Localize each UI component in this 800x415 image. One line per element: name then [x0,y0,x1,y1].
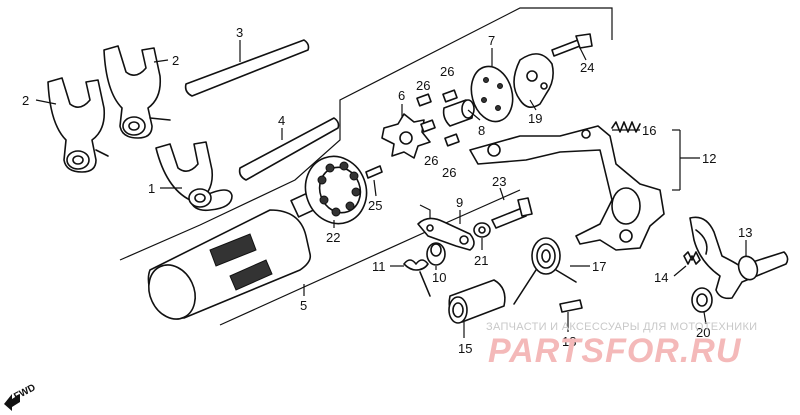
callout-cover: 19 [528,111,542,126]
drum-star-cam [381,113,431,159]
shift-fork-middle [103,45,171,139]
callout-labels: 1 2 2 3 4 5 6 7 8 9 10 11 12 13 14 15 16… [22,25,752,356]
callout-fork-middle: 2 [172,53,179,68]
callout-collar: 8 [478,123,485,138]
drum-pin [365,165,383,179]
callout-guide-pin-c: 26 [424,153,438,168]
leader-lines [35,40,747,338]
callout-roller: 10 [432,270,446,285]
callout-spindle-pin: 18 [562,334,576,349]
callout-guide-pin-a: 26 [416,78,430,93]
shift-drum [147,192,316,320]
drum-plate [470,65,514,123]
callout-star-cam: 6 [398,88,405,103]
shift-fork-lower [155,141,233,212]
stopper-washer [473,222,491,238]
cover-bolt [551,33,593,57]
callout-bushing: 15 [458,341,472,356]
spindle-washer [691,287,713,313]
fork-shaft-4 [238,117,340,181]
callout-small-spring: 14 [654,270,668,285]
callout-guide-pin-d: 26 [442,165,456,180]
spindle-pin [559,299,583,313]
stopper-spring [403,259,431,297]
small-spring [683,251,701,265]
callout-stopper-spring: 11 [372,259,386,274]
watermark: ЗАПЧАСТИ И АКСЕССУАРЫ ДЛЯ МОТОТЕХНИКИ PA… [486,321,757,370]
fork-shaft-3 [184,39,310,97]
stopper-bolt [491,197,533,229]
drum-collar [442,99,475,127]
spindle-bushing [448,279,506,324]
shift-fork-left [47,77,109,173]
callout-spindle-washer: 20 [696,325,710,340]
callout-plate: 7 [488,33,495,48]
callout-spindle: 13 [738,225,752,240]
watermark-caption: ЗАПЧАСТИ И АКСЕССУАРЫ ДЛЯ МОТОТЕХНИКИ [486,321,757,333]
stopper-roller [426,242,446,266]
callout-shaft-4: 4 [278,113,285,128]
callout-cover-bolt: 24 [580,60,594,75]
callout-stopper-washer: 21 [474,253,488,268]
shift-arm [469,125,665,251]
callout-fork-left: 2 [22,93,29,108]
callout-drum: 5 [300,298,307,313]
callout-drum-pin: 25 [368,198,382,213]
fwd-direction-marker: FWD [4,382,38,411]
stopper-arm [417,217,475,251]
callout-fork-lower: 1 [148,181,155,196]
callout-return-spring: 16 [642,123,656,138]
drum-bearing [304,155,368,225]
callout-torsion-spring: 17 [592,259,606,274]
fwd-label: FWD [12,382,37,402]
shift-spindle [689,216,789,300]
callout-guide-pin-b: 26 [440,64,454,79]
callout-shaft-3: 3 [236,25,243,40]
drum-cover [513,53,554,108]
callout-stopper-bolt: 23 [492,174,506,189]
guide-pins [416,89,460,147]
callout-shift-arm: 12 [702,151,716,166]
fwd-arrow-icon [4,394,20,411]
watermark-logo: PARTSFOR.RU [488,332,742,370]
callout-bearing: 22 [326,230,340,245]
callout-stopper-arm: 9 [456,195,463,210]
torsion-spring [513,237,577,305]
